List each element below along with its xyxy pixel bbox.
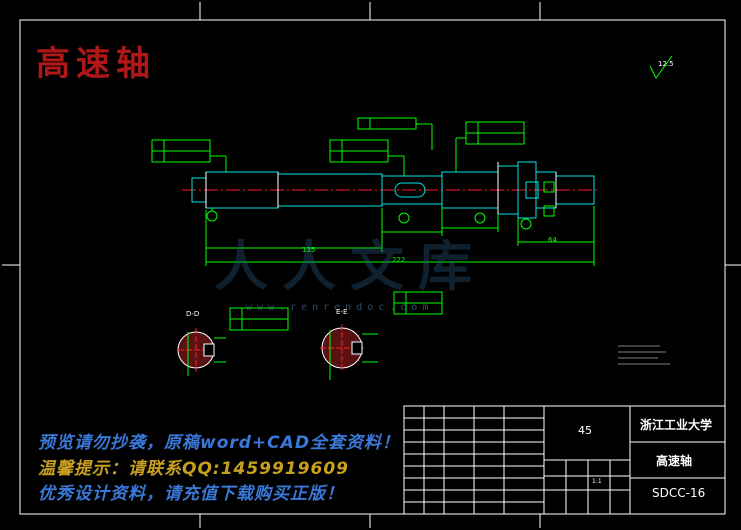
title-block <box>403 405 726 515</box>
watermark-site: www.renrendoc.com <box>246 302 434 313</box>
drawing-number: SDCC-16 <box>652 486 706 500</box>
shaft-outline <box>191 161 595 219</box>
section-view-d <box>177 328 226 376</box>
technical-notes <box>618 345 670 365</box>
section-view-e <box>320 324 378 380</box>
dimension-lines <box>205 206 595 266</box>
datum-markers <box>206 181 555 230</box>
part-name: 高速轴 <box>656 454 693 468</box>
material-value: 45 <box>578 424 592 437</box>
dimension-overall: 222 <box>392 256 406 264</box>
tolerance-frames <box>151 117 525 331</box>
outer-frame <box>19 19 726 515</box>
watermark-logo: 人人文库 <box>214 235 486 298</box>
dimension-right-segment: 64 <box>548 236 557 244</box>
school-name: 浙江工业大学 <box>640 418 713 432</box>
roughness-value: 12.5 <box>658 60 674 68</box>
shaft-edges <box>205 162 557 218</box>
section-label-d: D-D <box>186 310 200 318</box>
watermark-line-3: 优秀设计资料，请充值下载购买正版！ <box>38 484 344 504</box>
watermark-line-2: 温馨提示：请联系QQ:1459919609 <box>38 459 349 479</box>
dimension-left-segment: 135 <box>302 246 316 254</box>
part-stamp: 高速轴 <box>36 44 156 84</box>
watermark-line-1: 预览请勿抄袭，原稿word+CAD全套资料！ <box>38 433 400 453</box>
section-label-e: E-E <box>336 308 348 316</box>
roughness-symbol <box>649 55 673 79</box>
scale-value: 1:1 <box>592 478 602 485</box>
